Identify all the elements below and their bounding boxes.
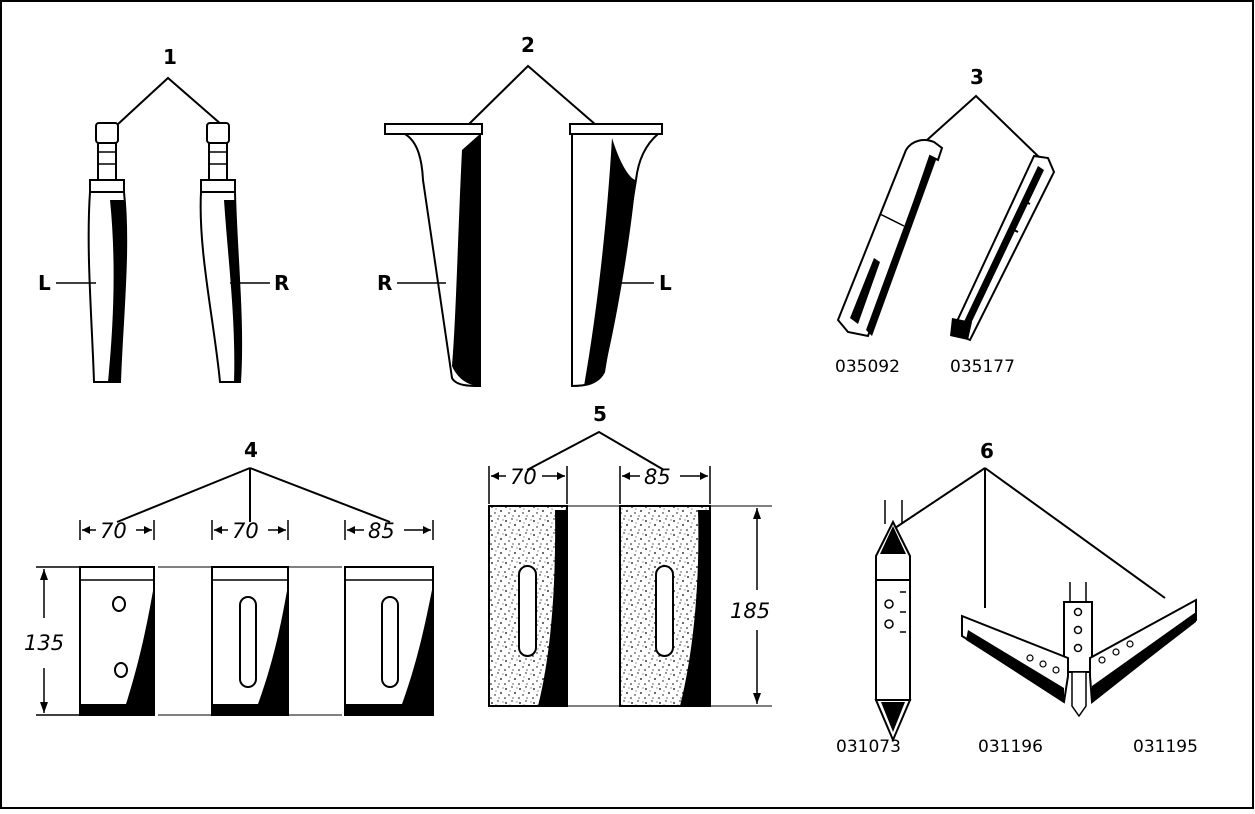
side-label-blade-right: R: [377, 271, 392, 295]
dim-5-height: 185: [730, 599, 770, 623]
callout-1: 1: [163, 45, 177, 69]
blade-left: [569, 123, 663, 388]
dim-5-arrow-top: [753, 508, 761, 519]
callout-6: 6: [980, 439, 994, 463]
dim-4-height-arrow-top: [40, 569, 48, 580]
part-number-6-middle: 031196: [978, 737, 1043, 757]
dim-4-c-width: 85: [368, 519, 395, 543]
dim-4b: [211, 520, 289, 540]
part-3-tips: 3 035092 035177: [835, 65, 1056, 377]
plate-4b: [211, 566, 289, 716]
share-v: [961, 582, 1197, 718]
dim-4a: [79, 520, 155, 540]
part-number-3-right: 035177: [950, 357, 1015, 377]
side-label-tine-right: R: [274, 271, 289, 295]
side-label-tine-left: L: [38, 271, 51, 295]
leader-5: [526, 430, 665, 471]
callout-5: 5: [593, 402, 607, 426]
leader-4c: [249, 467, 391, 523]
leader-6c: [984, 467, 1166, 599]
callout-2: 2: [521, 33, 535, 57]
plate-4a: [79, 566, 155, 716]
tine-right: [199, 122, 243, 383]
plate-4c: [344, 566, 434, 716]
share-031073: [874, 500, 912, 743]
dim-4-b-width: 70: [232, 519, 259, 543]
leader-6a: [894, 467, 986, 529]
side-label-blade-left: L: [659, 271, 672, 295]
dim-4-height: 135: [24, 631, 64, 655]
dim-5-arrow-bottom: [753, 693, 761, 704]
part-5-plates: 5 70 85 185: [488, 402, 772, 707]
dim-5a: [488, 466, 568, 504]
part-number-6-right: 031195: [1133, 737, 1198, 757]
tine-left: [87, 122, 128, 383]
leader-2: [467, 64, 597, 126]
plate-5b: [619, 505, 711, 707]
dim-4c: [344, 520, 434, 540]
tip-035092: [836, 139, 944, 338]
callout-4: 4: [244, 438, 258, 462]
dim-5-a-width: 70: [510, 465, 537, 489]
part-number-3-left: 035092: [835, 357, 900, 377]
dim-5-b-width: 85: [644, 465, 671, 489]
leader-4a: [116, 467, 251, 523]
part-1-tines: 1 L R: [38, 45, 289, 383]
dim-4-a-width: 70: [100, 519, 127, 543]
tip-035177: [950, 154, 1056, 342]
leader-3: [926, 94, 1041, 159]
dim-4-height-arrow-bottom: [40, 702, 48, 713]
plate-5a: [488, 505, 568, 707]
part-2-blades: 2 R L: [377, 33, 672, 388]
part-number-6-left: 031073: [836, 737, 901, 757]
leader-1: [116, 76, 223, 126]
callout-3: 3: [970, 65, 984, 89]
part-4-plates: 4 70 70 8: [24, 438, 434, 716]
blade-right: [384, 123, 483, 388]
part-6-shares: 6: [836, 439, 1198, 757]
dim-5b: [619, 466, 711, 504]
